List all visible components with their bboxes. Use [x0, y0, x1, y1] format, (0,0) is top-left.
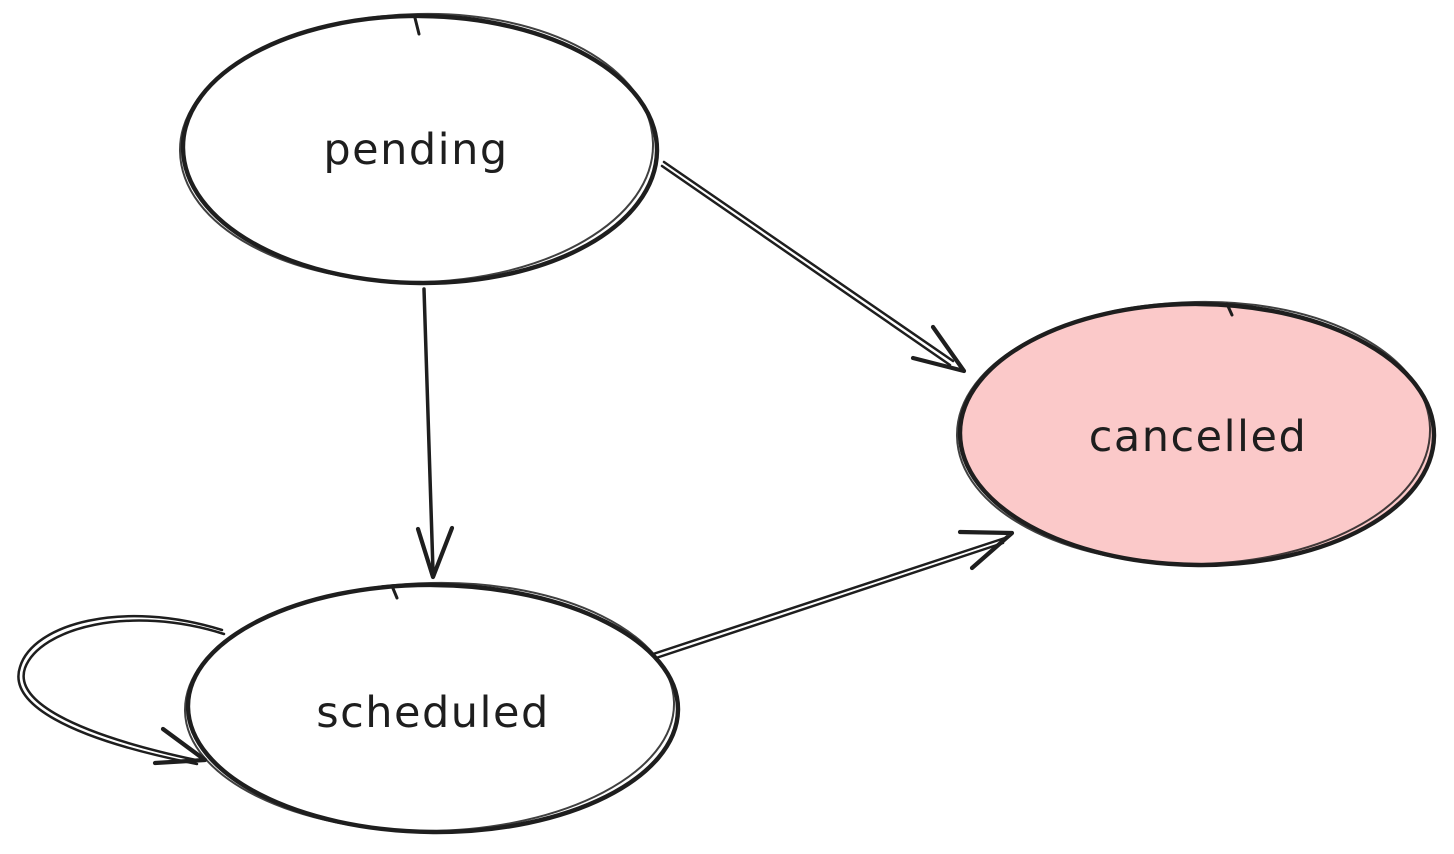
node-pending-label: pending: [323, 125, 508, 175]
sketch-tick: [1225, 302, 1234, 317]
edge-shaft: [22, 619, 226, 762]
node-cancelled-label: cancelled: [1089, 412, 1308, 462]
edge-shaft: [645, 541, 1005, 663]
edge-scheduled-self-loop: [17, 614, 226, 766]
node-scheduled-shape: [185, 582, 681, 835]
edge-scheduled-to-cancelled: [645, 529, 1015, 663]
sketch-tick: [390, 584, 399, 600]
node-cancelled: cancelled: [955, 300, 1437, 568]
node-scheduled-label: scheduled: [316, 688, 550, 738]
node-cancelled-shape: [957, 301, 1437, 568]
node-pending-overdraw: [178, 12, 655, 284]
edge-shaft: [662, 160, 955, 363]
edge-shaft: [17, 614, 224, 766]
arrowhead-icon: [957, 529, 1015, 571]
arrowhead-icon: [415, 525, 455, 580]
node-cancelled-overdraw: [955, 300, 1432, 566]
node-pending-shape: [180, 13, 660, 286]
edge-pending-to-cancelled: [660, 160, 967, 374]
edge-pending-to-scheduled: [415, 287, 455, 580]
node-scheduled-overdraw: [183, 581, 676, 833]
arrowhead-icon: [152, 726, 208, 766]
edge-shaft: [645, 536, 1007, 658]
edge-shaft: [660, 164, 952, 367]
node-scheduled: scheduled: [183, 581, 681, 835]
sketch-tick: [413, 16, 421, 36]
edge-shaft: [422, 287, 435, 573]
node-pending: pending: [178, 12, 660, 286]
arrowhead-icon: [910, 324, 967, 374]
